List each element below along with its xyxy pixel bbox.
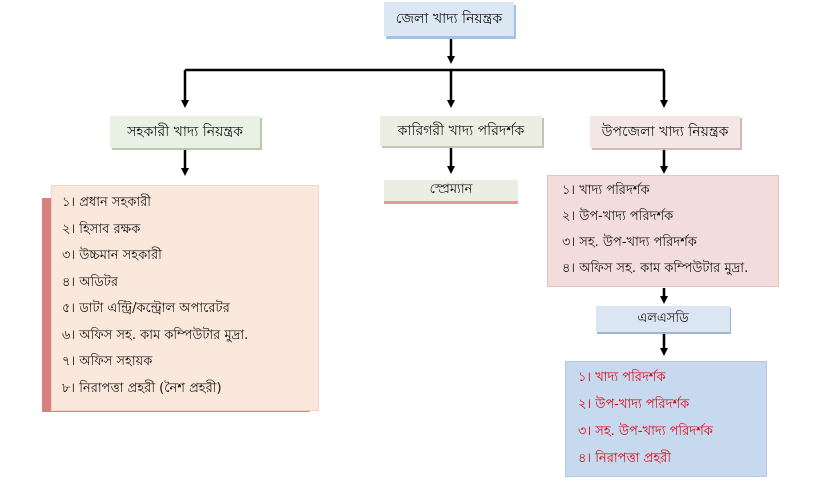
left-list: ১। প্রধান সহকারী ২। হিসাব রক্ষক ৩। উচ্চম… [62,190,318,402]
list-item: ১। খাদ্য পরিদর্শক [562,183,650,198]
list-item: ৭। অফিস সহায়ক [62,354,153,369]
middle-child-node: স্প্রেম্যান [384,180,518,204]
middle-child-label: স্প্রেম্যান [429,182,473,197]
list-item: ৮। নিরাপত্তা প্রহরী (নৈশ প্রহরী) [62,380,222,396]
top-node-label: জেলা খাদ্য নিয়ন্ত্রক [395,11,503,27]
list-item: ১। খাদ্য পরিদর্শক [578,370,666,385]
list-item: ২। হিসাব রক্ষক [62,221,141,237]
lsd-list-box: ১। খাদ্য পরিদর্শক ২। উপ-খাদ্য পরিদর্শক ৩… [566,362,766,476]
right-list: ১। খাদ্য পরিদর্শক ২। উপ-খাদ্য পরিদর্শক ৩… [562,178,778,282]
list-item: ২। উপ-খাদ্য পরিদর্শক [562,209,674,224]
list-item: ৩। সহ. উপ-খাদ্য পরিদর্শক [562,235,697,250]
list-item: ৩। সহ. উপ-খাদ্য পরিদর্শক [578,424,713,439]
top-node: জেলা খাদ্য নিয়ন্ত্রক [384,2,514,36]
list-item: ৪। নিরাপত্তা প্রহরী [578,451,672,466]
list-item: ২। উপ-খাদ্য পরিদর্শক [578,397,690,412]
middle-header-node: কারিগরী খাদ্য পরিদর্শক [380,116,542,146]
right-list-box: ১। খাদ্য পরিদর্শক ২। উপ-খাদ্য পরিদর্শক ৩… [548,176,778,286]
left-header-label: সহকারী খাদ্য নিয়ন্ত্রক [127,124,243,140]
left-header-node: সহকারী খাদ্য নিয়ন্ত্রক [110,116,260,148]
list-item: ৫। ডাটা এন্ট্রি/কন্ট্রোল অপারেটর [62,301,230,316]
list-item: ৩। উচ্চমান সহকারী [62,248,162,263]
list-item: ১। প্রধান সহকারী [62,195,152,210]
right-header-node: উপজেলা খাদ্য নিয়ন্ত্রক [590,116,740,148]
lsd-list: ১। খাদ্য পরিদর্শক ২। উপ-খাদ্য পরিদর্শক ৩… [578,364,766,472]
lsd-node: এলএসডি [596,306,730,332]
list-item: ৪। অডিটর [62,274,118,290]
list-item: ৬। অফিস সহ. কাম কম্পিউটার মুদ্রা. [62,327,249,343]
left-list-box: ১। প্রধান সহকারী ২। হিসাব রক্ষক ৩। উচ্চম… [52,186,318,410]
right-header-label: উপজেলা খাদ্য নিয়ন্ত্রক [601,124,729,140]
lsd-label: এলএসডি [637,310,689,326]
middle-header-label: কারিগরী খাদ্য পরিদর্শক [397,123,525,139]
list-item: ৪। অফিস সহ. কাম কম্পিউটার মুদ্রা. [562,261,749,276]
